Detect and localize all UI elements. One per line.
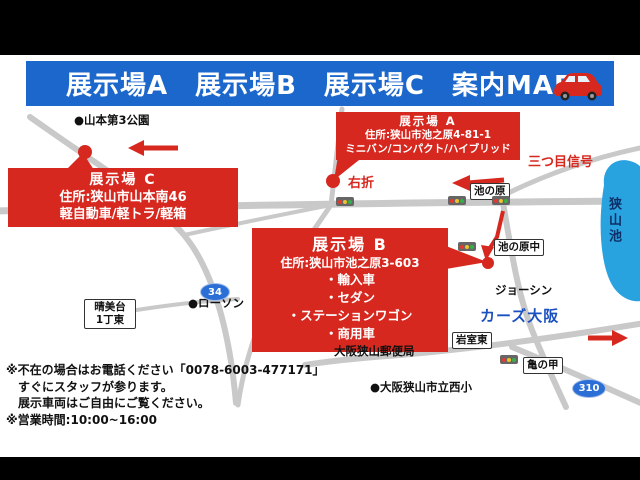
showroom-b-address: 住所:狭山市池之原3-603 bbox=[280, 256, 420, 270]
callout-showroom-a: 展示場 A 住所:狭山市池之原4-81-1 ミニバン/コンパクト/ハイブリッド bbox=[336, 112, 520, 160]
showroom-b-name: 展示場 B bbox=[312, 235, 388, 254]
callout-a-pointer bbox=[334, 156, 364, 180]
note-line: ※不在の場合はお電話ください「0078-6003-477171」 bbox=[6, 363, 325, 377]
note-line: 展示車両はご自由にご覧ください。 bbox=[6, 396, 210, 410]
road bbox=[509, 344, 640, 407]
road bbox=[182, 203, 333, 237]
showroom-b-vehicle: ・セダン bbox=[324, 290, 375, 305]
third-signal-label: 三つ目信号 bbox=[528, 155, 594, 170]
notes-block: ※不在の場合はお電話ください「0078-6003-477171」 すぐにスタッフ… bbox=[6, 362, 325, 428]
traffic-signal-icon bbox=[500, 355, 518, 364]
callout-showroom-c: 展示場 C 住所:狭山市山本南46 軽自動車/軽トラ/軽箱 bbox=[8, 168, 238, 227]
map-label-lawson: ●ローソン bbox=[188, 296, 245, 310]
note-line: ※営業時間:10:00~16:00 bbox=[6, 412, 157, 427]
showroom-b-vehicle: ・ステーションワゴン bbox=[287, 308, 413, 323]
route-shield-310: 310 bbox=[572, 379, 606, 398]
showroom-c-name: 展示場 C bbox=[89, 172, 157, 188]
place-label-ikenohara: 池の原 bbox=[470, 183, 510, 200]
road bbox=[27, 114, 239, 406]
red-car-icon bbox=[554, 73, 602, 101]
arrow-left-line bbox=[467, 177, 505, 186]
header-bar: 展示場A 展示場B 展示場C 案内MAP bbox=[26, 61, 614, 106]
route-arrows bbox=[128, 140, 628, 346]
arrow-down-head-icon bbox=[481, 245, 494, 261]
road bbox=[302, 320, 640, 368]
place-label-iwamuro-higashi: 岩室東 bbox=[452, 332, 492, 349]
showroom-c-address: 住所:狭山市山本南46 bbox=[59, 190, 187, 205]
map-canvas: 展示場A 展示場B 展示場C 案内MAP 展示場 C 住所:狭山市山本南46 軽… bbox=[0, 55, 640, 457]
arrow-left-head-icon bbox=[128, 140, 144, 156]
note-line: すぐにスタッフが参ります。 bbox=[6, 379, 173, 394]
callout-b-pointer bbox=[446, 246, 487, 269]
traffic-signal-icon bbox=[458, 242, 476, 251]
showroom-a-name: 展示場 A bbox=[399, 114, 457, 128]
showroom-b-vehicle: ・輸入車 bbox=[324, 272, 375, 287]
callout-c-pointer bbox=[66, 153, 94, 170]
arrow-left-head-icon bbox=[452, 175, 470, 191]
callout-showroom-b: 展示場 B 住所:狭山市池之原3-603 ・輸入車 ・セダン ・ステーションワゴ… bbox=[252, 228, 448, 352]
showroom-a-address: 住所:狭山市池之原4-81-1 bbox=[364, 129, 492, 141]
right-turn-label: 右折 bbox=[348, 176, 375, 191]
map-label-post-office: 大阪狭山郵便局 bbox=[334, 344, 415, 358]
traffic-signal-icon bbox=[448, 196, 466, 205]
place-label-kame-no-ko: 亀の甲 bbox=[523, 357, 563, 374]
road bbox=[497, 145, 640, 200]
map-label-park: ●山本第3公園 bbox=[74, 113, 150, 127]
showroom-b-vehicle: ・商用車 bbox=[324, 326, 375, 341]
place-label-harumidai: 晴美台 1丁東 bbox=[84, 299, 136, 329]
road bbox=[499, 194, 569, 410]
traffic-signal-icon bbox=[492, 196, 510, 205]
showroom-c-vehicles: 軽自動車/軽トラ/軽箱 bbox=[59, 207, 187, 222]
cars-osaka-label: カーズ大阪 bbox=[480, 307, 560, 325]
sayama-lake-label: 狭山池 bbox=[606, 197, 621, 245]
harumidai-line1: 晴美台 bbox=[94, 301, 126, 313]
map-label-elementary-school: ●大阪狭山市立西小 bbox=[370, 380, 473, 394]
location-dot-showroom-b bbox=[482, 257, 494, 269]
page-title: 展示場A 展示場B 展示場C 案内MAP bbox=[65, 71, 575, 101]
arrow-turn-line bbox=[486, 210, 505, 253]
showroom-a-vehicles: ミニバン/コンパクト/ハイブリッド bbox=[345, 143, 511, 155]
sayama-lake-water bbox=[600, 160, 640, 302]
place-label-ikenohara-naka: 池の原中 bbox=[494, 239, 544, 256]
arrow-right-head-icon bbox=[612, 330, 628, 346]
route-shield-34: 34 bbox=[200, 283, 230, 301]
harumidai-line2: 1丁東 bbox=[95, 314, 125, 326]
map-label-joshin: ジョーシン bbox=[495, 283, 553, 297]
traffic-signal-icon bbox=[336, 197, 354, 206]
